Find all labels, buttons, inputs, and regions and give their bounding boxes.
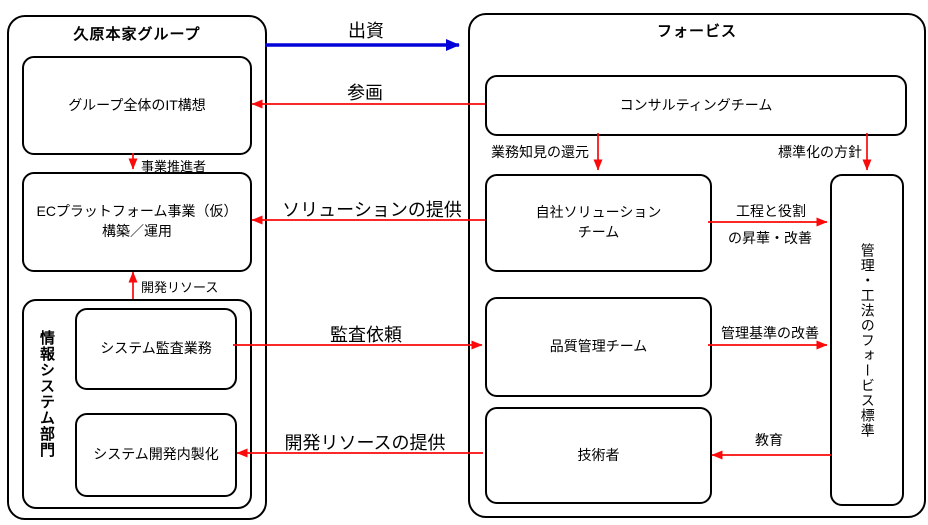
standard-box: 管理・工法のフォービス標準 [830,174,904,506]
quality-team-box: 品質管理チーム [485,297,712,397]
system-dev-box: システム開発内製化 [75,413,237,497]
right-group-title: フォービス [656,23,737,40]
management-improvement-label: 管理基準の改善 [721,325,819,341]
it-plan-box: グループ全体のIT構想 [22,56,252,155]
solution-team-box-line1: 自社ソリューション [535,204,662,221]
info-system-dept-container [22,299,252,509]
solution-provision-label: ソリューションの提供 [282,200,462,220]
system-dev-box-label: システム開発内製化 [93,446,219,463]
ec-platform-box-line1: ECプラットフォーム事業（仮） [36,203,238,220]
engineer-box-label: 技術者 [577,446,620,463]
standard-box-label: 管理・工法のフォービス標準 [859,242,876,438]
system-audit-box: システム監査業務 [75,308,237,390]
standardization-policy-label: 標準化の方針 [778,144,862,160]
info-system-dept-title: 情報システム部門 [38,330,55,458]
dev-resource-label: 開発リソース [141,280,219,295]
left-group-title: 久原本家グループ [73,26,201,43]
audit-request-label: 監査依頼 [330,325,402,345]
dev-resource-provision-label: 開発リソースの提供 [284,433,446,453]
consulting-team-box-label: コンサルティングチーム [619,96,773,113]
consulting-team-box: コンサルティングチーム [485,75,907,136]
system-audit-box-label: システム監査業務 [100,340,212,357]
process-roles-label-line2: の昇華・改善 [728,230,812,246]
investment-label: 出資 [348,21,384,41]
right-group-container: フォービス [468,13,926,518]
quality-team-box-label: 品質管理チーム [549,338,648,355]
ec-platform-box-line2: 構築／運用 [102,223,172,239]
ec-platform-box: ECプラットフォーム事業（仮） 構築／運用 [22,172,252,272]
solution-team-box: 自社ソリューション チーム [485,174,712,272]
business-promoter-label: 事業推進者 [141,159,207,174]
solution-team-box-line2: チーム [577,224,620,240]
knowledge-return-label: 業務知見の還元 [491,144,589,160]
education-label: 教育 [755,432,783,448]
it-plan-box-label: グループ全体のIT構想 [68,96,206,113]
participation-label: 参画 [347,83,383,103]
left-group-container: 久原本家グループ [7,15,267,520]
process-roles-label-line1: 工程と役割 [736,203,806,219]
engineer-box: 技術者 [485,407,712,504]
